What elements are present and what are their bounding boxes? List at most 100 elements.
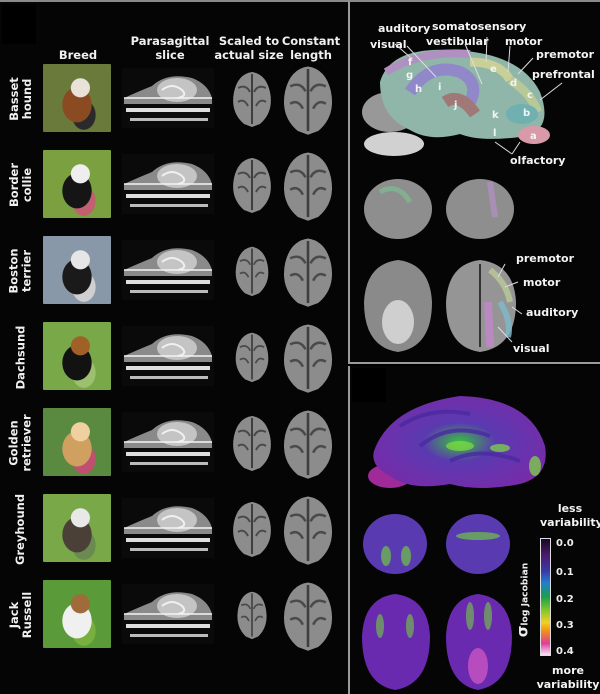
more-variability-label: more variability [536, 664, 600, 691]
region-letter-f: f [408, 57, 413, 68]
region-letter-g: g [406, 70, 414, 81]
breed-label: Dachsund [2, 318, 40, 396]
panel-label-placeholder [2, 4, 36, 44]
dog-photo [43, 494, 111, 562]
colorbar-tick-3: 0.3 [556, 620, 574, 631]
dog-photo [43, 580, 111, 648]
brain-constant-length [283, 324, 333, 393]
variability-brain-renderings [362, 396, 546, 690]
var-coronal-anterior [363, 514, 427, 574]
brain-scaled-actual-size [233, 502, 271, 557]
label-vestibular: vestibular [426, 35, 489, 48]
dorsal-label-premotor: premotor [516, 252, 575, 265]
breed-name: Boston terrier [7, 248, 35, 294]
label-olfactory: olfactory [510, 154, 566, 167]
brain-constant-length [283, 66, 333, 135]
brain-constant-length [283, 238, 333, 307]
brain-scaled-actual-size [235, 246, 269, 297]
breed-comparison-panel: Breed Parasagittal slice Scaled to actua… [0, 0, 348, 654]
brain-scaled-actual-size [233, 158, 271, 213]
parasagittal-mri-slice [122, 68, 214, 128]
label-somatosensory: somatosensory [432, 20, 527, 33]
brain-constant-length [283, 410, 333, 479]
parasagittal-mri-slice [122, 412, 214, 472]
breed-row: Basset hound [0, 60, 348, 138]
brain-constant-length [283, 152, 333, 221]
cortical-atlas-panel: auditory somatosensory visual vestibular… [348, 0, 600, 364]
breed-row: Greyhound [0, 490, 348, 568]
breed-name: Jack Russell [7, 591, 35, 639]
coronal-view-posterior [446, 179, 514, 239]
parasagittal-mri-slice [122, 498, 214, 558]
breed-label: Basset hound [2, 60, 40, 138]
breed-name: Greyhound [13, 493, 28, 565]
breed-label: Boston terrier [2, 232, 40, 310]
breed-row: Dachsund [0, 318, 348, 396]
panel-label-placeholder [352, 368, 386, 402]
region-letter-d: d [510, 78, 518, 89]
sigma-symbol: σ [513, 625, 531, 638]
header-scaled-actual-size: Scaled to actual size [214, 34, 284, 62]
region-letter-e: e [490, 64, 497, 75]
breed-row: Golden retriever [0, 404, 348, 482]
region-letter-h: h [415, 84, 423, 95]
breed-name: Golden retriever [7, 414, 35, 472]
variability-panel [348, 366, 600, 694]
brain-scaled-actual-size [235, 332, 269, 383]
label-motor: motor [505, 35, 543, 48]
breed-label: Jack Russell [2, 576, 40, 654]
dog-photo [43, 408, 111, 476]
dog-photo [43, 236, 111, 304]
atlas-brain-renderings [362, 36, 563, 352]
dorsal-label-motor: motor [523, 276, 561, 289]
colorbar-tick-1: 0.1 [556, 567, 574, 578]
region-letter-a: a [530, 131, 537, 142]
label-visual: visual [370, 38, 407, 51]
brainstem-shape [364, 132, 424, 156]
label-auditory: auditory [378, 22, 431, 35]
breed-name: Border collie [7, 162, 35, 208]
dog-photo [43, 150, 111, 218]
breed-row: Boston terrier [0, 232, 348, 310]
header-constant-length: Constant length [281, 34, 341, 62]
brain-scaled-actual-size [233, 72, 271, 127]
breed-label: Border collie [2, 146, 40, 224]
colorbar-tick-2: 0.2 [556, 594, 574, 605]
colorbar-tick-4: 0.4 [556, 646, 574, 657]
breed-label: Greyhound [2, 490, 40, 568]
brain-scaled-actual-size [237, 591, 267, 640]
colorbar-tick-0: 0.0 [556, 538, 574, 549]
breed-label: Golden retriever [2, 404, 40, 482]
region-letter-c: c [527, 90, 533, 101]
breed-row: Jack Russell [0, 576, 348, 654]
dog-photo [43, 64, 111, 132]
header-breed: Breed [58, 48, 98, 62]
dog-photo [43, 322, 111, 390]
header-parasagittal: Parasagittal slice [130, 34, 210, 62]
colorbar-title: σlog Jacobian [512, 560, 532, 640]
region-letter-b: b [523, 108, 531, 119]
breed-row: Border collie [0, 146, 348, 224]
region-letter-l: l [493, 128, 497, 139]
parasagittal-mri-slice [122, 240, 214, 300]
brain-constant-length [283, 496, 333, 565]
sigma-subscript: log Jacobian [519, 562, 530, 626]
parasagittal-mri-slice [122, 154, 214, 214]
region-letter-j: j [454, 100, 458, 111]
region-letter-k: k [492, 110, 499, 121]
var-dorsal-view [362, 594, 430, 690]
coronal-view-anterior [364, 179, 432, 239]
var-coronal-posterior [446, 514, 510, 574]
less-variability-label: less variability [540, 502, 600, 529]
parasagittal-mri-slice [122, 326, 214, 386]
label-premotor: premotor [536, 48, 595, 61]
dorsal-label-visual: visual [513, 342, 550, 355]
var-ventral-view [446, 594, 512, 690]
region-letter-i: i [438, 82, 442, 93]
breed-name: Dachsund [13, 325, 28, 389]
parasagittal-mri-slice [122, 584, 214, 644]
breed-name: Basset hound [7, 77, 35, 121]
dorsal-label-auditory: auditory [526, 306, 579, 319]
colorbar [540, 538, 551, 656]
brain-scaled-actual-size [233, 416, 271, 471]
